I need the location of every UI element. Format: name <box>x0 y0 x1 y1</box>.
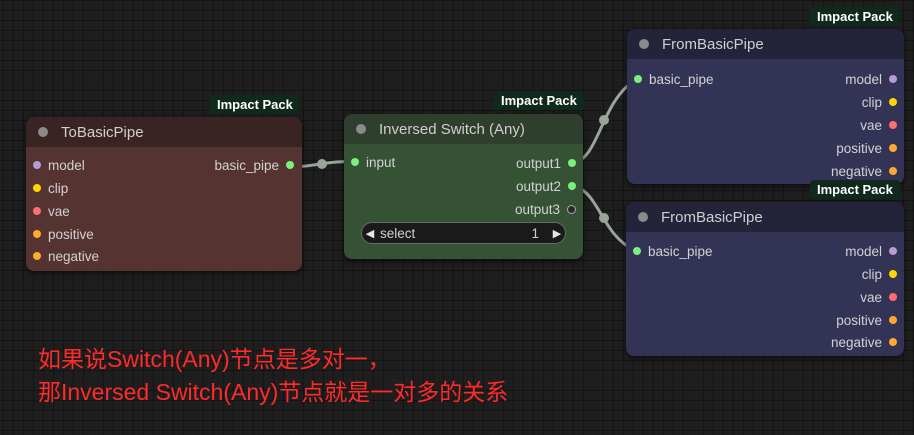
output-slot-clip[interactable]: clip <box>862 263 897 285</box>
slot-label: basic_pipe <box>648 243 713 259</box>
node-title: FromBasicPipe <box>661 208 763 226</box>
input-slot-model[interactable]: model <box>33 154 85 176</box>
slot-dot-icon[interactable] <box>634 75 642 83</box>
collapse-dot-icon[interactable] <box>356 124 366 134</box>
slot-label: positive <box>48 226 94 242</box>
impact-pack-badge: Impact Pack <box>494 91 584 110</box>
caption-line-1: 如果说Switch(Any)节点是多对一， <box>38 346 391 372</box>
input-slot-basic-pipe[interactable]: basic_pipe <box>634 68 714 90</box>
slot-dot-icon[interactable] <box>286 161 294 169</box>
slot-label: output2 <box>515 178 561 194</box>
to-basic-pipe-node[interactable]: ToBasicPipe model clip vae positive nega… <box>26 117 302 271</box>
inversed-switch-node[interactable]: Inversed Switch (Any) input output1 outp… <box>344 114 583 259</box>
input-slot-basic-pipe[interactable]: basic_pipe <box>633 240 713 262</box>
slot-label: clip <box>861 94 882 110</box>
output-slot-model[interactable]: model <box>845 68 897 90</box>
slot-label: negative <box>48 248 100 264</box>
from-basic-pipe-node-bottom[interactable]: FromBasicPipe basic_pipe model clip vae … <box>626 202 904 356</box>
slot-label: positive <box>836 140 882 156</box>
output-slot-vae[interactable]: vae <box>860 114 897 136</box>
slot-label: clip <box>48 180 69 196</box>
slot-dot-icon[interactable] <box>33 252 41 260</box>
input-slot-input[interactable]: input <box>351 151 395 173</box>
from-basic-pipe-node-top[interactable]: FromBasicPipe basic_pipe model clip vae … <box>627 29 904 184</box>
slot-dot-icon[interactable] <box>33 161 41 169</box>
decrement-arrow-icon[interactable]: ◀ <box>365 227 375 240</box>
link-reroute-dot[interactable] <box>599 213 609 223</box>
slot-label: basic_pipe <box>649 71 714 87</box>
slot-label: positive <box>836 312 882 328</box>
node-title-bar[interactable]: Inversed Switch (Any) <box>344 114 583 144</box>
slot-label: output1 <box>515 155 561 171</box>
output-slot-output2[interactable]: output2 <box>516 175 576 197</box>
slot-dot-icon[interactable] <box>889 75 897 83</box>
slot-label: input <box>366 154 396 170</box>
slot-dot-icon[interactable] <box>567 204 576 214</box>
slot-dot-icon[interactable] <box>889 247 897 255</box>
slot-dot-icon[interactable] <box>889 121 897 129</box>
slot-dot-icon[interactable] <box>568 182 576 190</box>
widget-value[interactable]: 1 <box>531 225 539 241</box>
slot-dot-icon[interactable] <box>33 184 41 192</box>
slot-label: model <box>48 157 85 173</box>
node-title-bar[interactable]: ToBasicPipe <box>26 117 302 147</box>
impact-pack-badge: Impact Pack <box>810 7 900 26</box>
collapse-dot-icon[interactable] <box>639 39 649 49</box>
output-slot-clip[interactable]: clip <box>862 91 897 113</box>
slot-label: vae <box>48 203 70 219</box>
slot-dot-icon[interactable] <box>889 167 897 175</box>
slot-label: output3 <box>514 201 560 217</box>
slot-dot-icon[interactable] <box>33 207 41 215</box>
slot-dot-icon[interactable] <box>633 247 641 255</box>
slot-dot-icon[interactable] <box>889 338 897 346</box>
input-slot-vae[interactable]: vae <box>33 200 70 222</box>
select-combo-widget[interactable]: ◀ select 1 ▶ <box>361 222 566 244</box>
input-slot-negative[interactable]: negative <box>33 245 99 267</box>
slot-label: negative <box>830 163 882 179</box>
slot-label: clip <box>861 266 882 282</box>
slot-dot-icon[interactable] <box>33 230 41 238</box>
collapse-dot-icon[interactable] <box>638 212 648 222</box>
slot-label: basic_pipe <box>214 157 279 173</box>
slot-label: vae <box>860 117 882 133</box>
increment-arrow-icon[interactable]: ▶ <box>552 227 562 240</box>
slot-dot-icon[interactable] <box>889 316 897 324</box>
slot-label: model <box>845 243 882 259</box>
output-slot-negative[interactable]: negative <box>831 160 897 182</box>
output-slot-model[interactable]: model <box>845 240 897 262</box>
slot-dot-icon[interactable] <box>889 144 897 152</box>
slot-dot-icon[interactable] <box>889 270 897 278</box>
output-slot-output1[interactable]: output1 <box>516 152 576 174</box>
node-title-bar[interactable]: FromBasicPipe <box>627 29 904 59</box>
output-slot-negative[interactable]: negative <box>831 331 897 353</box>
caption-line-2: 那Inversed Switch(Any)节点就是一对多的关系 <box>38 379 509 405</box>
slot-dot-icon[interactable] <box>568 159 576 167</box>
node-title-bar[interactable]: FromBasicPipe <box>626 202 904 232</box>
output-slot-output3[interactable]: output3 <box>515 198 576 220</box>
collapse-dot-icon[interactable] <box>38 127 48 137</box>
slot-dot-icon[interactable] <box>889 293 897 301</box>
input-slot-clip[interactable]: clip <box>33 177 68 199</box>
node-title: ToBasicPipe <box>61 123 144 141</box>
slot-label: model <box>845 71 882 87</box>
output-slot-vae[interactable]: vae <box>860 286 897 308</box>
impact-pack-badge: Impact Pack <box>810 180 900 199</box>
link-reroute-dot[interactable] <box>317 159 327 169</box>
widget-label: select <box>380 225 416 241</box>
node-title: FromBasicPipe <box>662 35 764 53</box>
slot-dot-icon[interactable] <box>351 158 359 166</box>
node-title: Inversed Switch (Any) <box>379 120 525 138</box>
output-slot-positive[interactable]: positive <box>836 137 897 159</box>
impact-pack-badge: Impact Pack <box>210 95 300 114</box>
output-slot-basic-pipe[interactable]: basic_pipe <box>214 154 294 176</box>
link-reroute-dot[interactable] <box>599 115 609 125</box>
slot-label: vae <box>860 289 882 305</box>
input-slot-positive[interactable]: positive <box>33 223 94 245</box>
output-slot-positive[interactable]: positive <box>836 309 897 331</box>
slot-label: negative <box>830 334 882 350</box>
slot-dot-icon[interactable] <box>889 98 897 106</box>
